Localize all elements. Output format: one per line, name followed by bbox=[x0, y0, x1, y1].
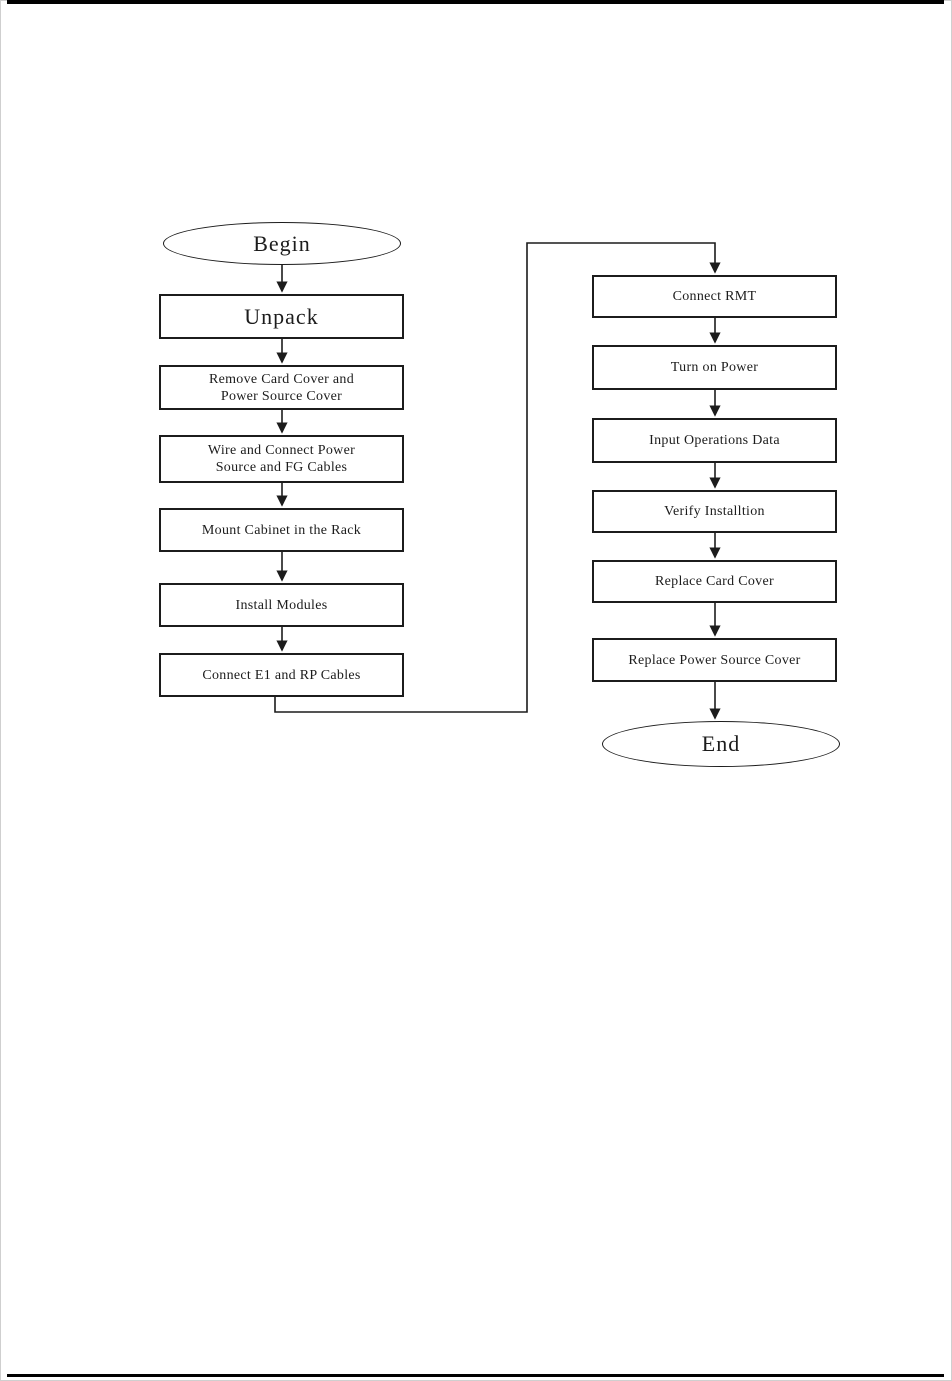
node-connect-e1: Connect E1 and RP Cables bbox=[159, 653, 404, 697]
node-turn-on-power-label: Turn on Power bbox=[670, 360, 759, 375]
node-end: End bbox=[602, 721, 840, 767]
connector-left-to-right bbox=[274, 242, 721, 713]
node-verify-installation: Verify Installtion bbox=[592, 490, 837, 533]
node-wire-connect: Wire and Connect Power Source and FG Cab… bbox=[159, 435, 404, 483]
page-top-rule bbox=[7, 0, 944, 4]
node-begin-label: Begin bbox=[253, 230, 311, 256]
node-connect-rmt: Connect RMT bbox=[592, 275, 837, 318]
node-input-operations: Input Operations Data bbox=[592, 418, 837, 463]
node-mount-cabinet: Mount Cabinet in the Rack bbox=[159, 508, 404, 552]
node-replace-card-cover: Replace Card Cover bbox=[592, 560, 837, 603]
node-install-modules: Install Modules bbox=[159, 583, 404, 627]
node-end-label: End bbox=[701, 731, 741, 756]
node-replace-power-cover-label: Replace Power Source Cover bbox=[628, 652, 801, 668]
node-remove-covers: Remove Card Cover and Power Source Cover bbox=[159, 365, 404, 410]
node-mount-cabinet-label: Mount Cabinet in the Rack bbox=[201, 522, 362, 538]
page-bottom-rule bbox=[7, 1374, 944, 1377]
node-input-operations-label: Input Operations Data bbox=[649, 433, 780, 448]
node-unpack: Unpack bbox=[159, 294, 404, 339]
node-begin: Begin bbox=[163, 222, 401, 265]
node-wire-connect-label: Wire and Connect Power Source and FG Cab… bbox=[207, 443, 356, 475]
node-remove-covers-label: Remove Card Cover and Power Source Cover bbox=[208, 371, 355, 404]
node-install-modules-label: Install Modules bbox=[235, 597, 328, 613]
node-verify-installation-label: Verify Installtion bbox=[664, 504, 765, 519]
node-connect-rmt-label: Connect RMT bbox=[672, 289, 757, 304]
node-replace-power-cover: Replace Power Source Cover bbox=[592, 638, 837, 682]
node-replace-card-cover-label: Replace Card Cover bbox=[655, 574, 774, 589]
node-connect-e1-label: Connect E1 and RP Cables bbox=[202, 667, 361, 683]
node-unpack-label: Unpack bbox=[244, 303, 319, 329]
node-turn-on-power: Turn on Power bbox=[592, 345, 837, 390]
